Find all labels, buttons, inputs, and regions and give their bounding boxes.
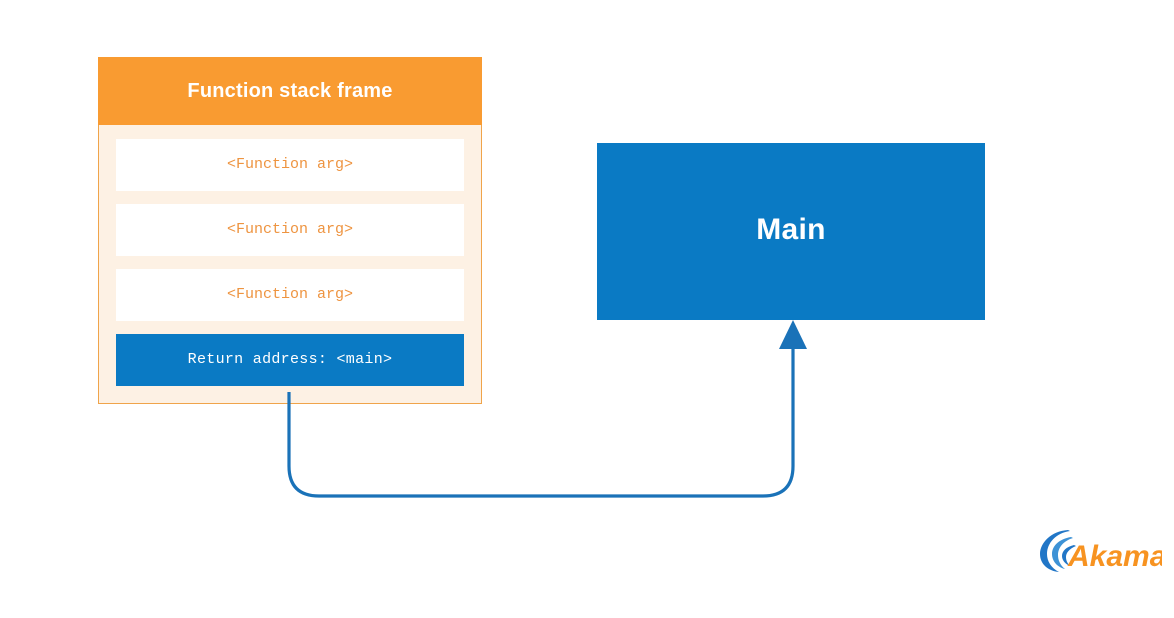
main-block: Main [597, 143, 985, 320]
akamai-wordmark: Akamai [1067, 540, 1162, 573]
stack-frame-body: <Function arg> <Function arg> <Function … [99, 125, 481, 403]
function-stack-frame: Function stack frame <Function arg> <Fun… [98, 57, 482, 404]
stack-slot-function-arg-3: <Function arg> [116, 269, 464, 321]
connector-arrowhead-icon [779, 320, 807, 349]
stack-slot-function-arg-2: <Function arg> [116, 204, 464, 256]
akamai-logo: Akamai [1040, 530, 1162, 573]
akamai-swoosh-icon [1040, 530, 1076, 572]
main-block-label: Main [756, 212, 826, 246]
stack-slot-function-arg-1: <Function arg> [116, 139, 464, 191]
stack-slot-return-address: Return address: <main> [116, 334, 464, 386]
stack-frame-header: Function stack frame [98, 57, 482, 125]
